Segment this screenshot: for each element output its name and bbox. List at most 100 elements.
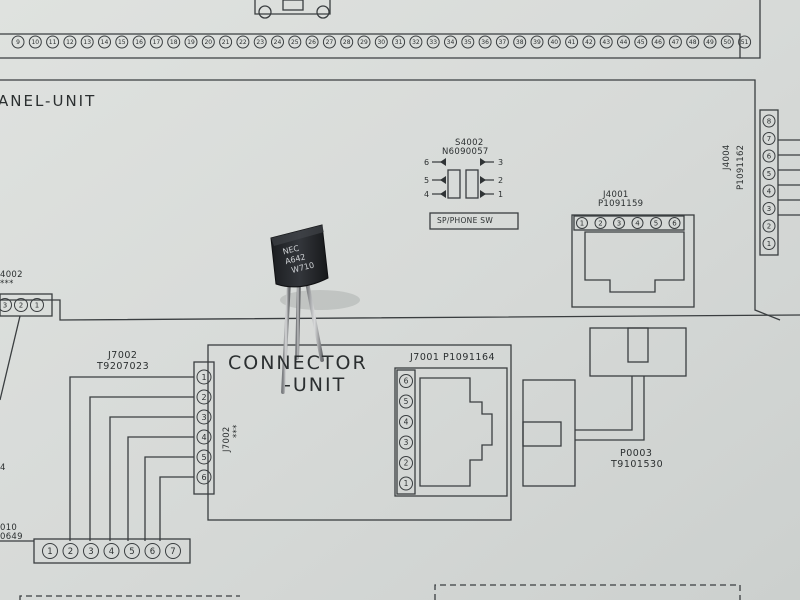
j4004-pin-1: 1 <box>762 237 776 250</box>
top-pin-20: 20 <box>201 35 215 49</box>
top-pin-28: 28 <box>340 35 354 49</box>
top-pin-30: 30 <box>374 35 388 49</box>
transistor-marking-line-1: NEC <box>282 244 301 257</box>
top-pin-35: 35 <box>461 35 475 49</box>
svg-text:48: 48 <box>689 39 697 46</box>
top-pin-49: 49 <box>703 35 717 49</box>
svg-text:3: 3 <box>201 413 206 422</box>
j7001-pin-4: 4 <box>399 415 413 429</box>
svg-text:1: 1 <box>35 302 39 310</box>
top-pin-51: 51 <box>738 35 752 49</box>
svg-text:2: 2 <box>19 302 23 310</box>
svg-text:32: 32 <box>412 39 420 46</box>
top-pin-21: 21 <box>219 35 233 49</box>
j7001-jack-frame <box>394 367 508 497</box>
j4001-jack-socket <box>584 231 685 293</box>
svg-text:50: 50 <box>723 39 731 46</box>
connector-unit-label-2: -UNIT <box>284 374 347 396</box>
top-frame-line <box>0 0 761 59</box>
left-partial-pin-3: 3 <box>0 298 12 312</box>
svg-text:1: 1 <box>767 240 771 248</box>
svg-text:17: 17 <box>153 39 161 46</box>
svg-text:47: 47 <box>672 39 680 46</box>
s4002-part: N6090057 <box>442 147 489 157</box>
top-pin-44: 44 <box>617 35 630 49</box>
svg-text:4: 4 <box>767 188 772 196</box>
right-edge-lines <box>778 139 800 216</box>
svg-text:6: 6 <box>150 547 155 557</box>
svg-text:51: 51 <box>741 39 749 46</box>
j4001-ref: J4001 <box>603 190 629 200</box>
top-pin-31: 31 <box>392 35 406 49</box>
svg-text:8: 8 <box>767 118 771 126</box>
j4004-pin-3: 3 <box>762 202 776 215</box>
top-pin-17: 17 <box>149 35 163 49</box>
j4001-pin-1: 1 <box>576 217 588 229</box>
top-pin-24: 24 <box>271 35 284 49</box>
j4004-pin-7: 7 <box>762 132 776 145</box>
svg-text:15: 15 <box>118 39 126 46</box>
bottom-connector-pin-2: 2 <box>62 543 79 559</box>
j4001-pin-5: 5 <box>650 217 662 229</box>
bottom-connector-pin-4: 4 <box>103 543 120 559</box>
j7001-pin-3: 3 <box>399 435 413 450</box>
svg-text:5: 5 <box>654 220 658 228</box>
top-pin-13: 13 <box>80 35 94 49</box>
svg-text:38: 38 <box>516 39 524 46</box>
left-partial-pin-2: 2 <box>14 298 28 312</box>
j4004-connector-body <box>759 109 779 256</box>
bottom-left-small: 4 <box>0 463 6 473</box>
left-partial-ref: 4002 <box>0 270 23 280</box>
s4002-pin-label-6: 6 <box>424 158 429 167</box>
svg-text:7: 7 <box>767 135 771 143</box>
top-device-outline <box>254 0 331 19</box>
top-pin-9: 9 <box>11 35 25 49</box>
top-pin-38: 38 <box>513 35 527 49</box>
j4004-pin-4: 4 <box>762 184 776 198</box>
bottom-connector-body <box>33 538 191 564</box>
j7002-ref: J7002 <box>108 350 138 361</box>
svg-text:4: 4 <box>404 418 409 427</box>
top-pin-45: 45 <box>634 35 648 49</box>
svg-text:43: 43 <box>602 39 610 46</box>
transistor-leads <box>281 280 324 394</box>
svg-text:10: 10 <box>31 39 39 46</box>
svg-text:11: 11 <box>49 39 57 46</box>
svg-text:30: 30 <box>377 39 385 46</box>
j7002-wiring-harness <box>69 376 194 541</box>
top-pin-14: 14 <box>98 35 111 49</box>
p0003-box-tab <box>522 421 562 447</box>
j7001-pin-1: 1 <box>399 476 413 491</box>
svg-text:5: 5 <box>404 397 409 406</box>
j7002-pin-5: 5 <box>196 449 212 465</box>
j7001-jack-socket <box>419 377 493 487</box>
p0003-wires <box>575 376 645 441</box>
bottom-connector-pin-1: 1 <box>42 543 58 559</box>
j7002-vertical-label: J7002 <box>222 426 232 452</box>
top-pin-50: 50 <box>720 35 734 49</box>
svg-text:3: 3 <box>617 220 621 228</box>
bottom-connector-pin-7: 7 <box>165 543 181 559</box>
svg-text:39: 39 <box>533 39 541 46</box>
s4002-pin-label-1: 1 <box>498 190 503 199</box>
j4004-ref: J4004 <box>722 144 732 170</box>
svg-text:22: 22 <box>239 39 247 46</box>
s4002-ref: S4002 <box>455 138 484 148</box>
j7002-pin-6: 6 <box>196 469 212 485</box>
j4004-pin-8: 8 <box>762 114 776 128</box>
top-pin-26: 26 <box>305 35 319 49</box>
j7001-pin-block <box>396 369 416 495</box>
j7002-pin-2: 2 <box>196 389 212 405</box>
j4001-pin-6: 6 <box>668 217 681 229</box>
svg-text:26: 26 <box>308 39 316 46</box>
svg-text:27: 27 <box>326 39 334 46</box>
left-partial-pin-1: 1 <box>30 298 44 312</box>
top-pin-25: 25 <box>288 35 302 49</box>
j7002-part: T9207023 <box>97 361 150 372</box>
svg-text:1: 1 <box>201 373 206 382</box>
top-pin-47: 47 <box>668 35 682 49</box>
p0003-ref: P0003 <box>620 448 653 459</box>
top-pin-18: 18 <box>167 35 181 49</box>
j4004-pin-6: 6 <box>762 149 776 163</box>
svg-text:3: 3 <box>88 547 93 557</box>
